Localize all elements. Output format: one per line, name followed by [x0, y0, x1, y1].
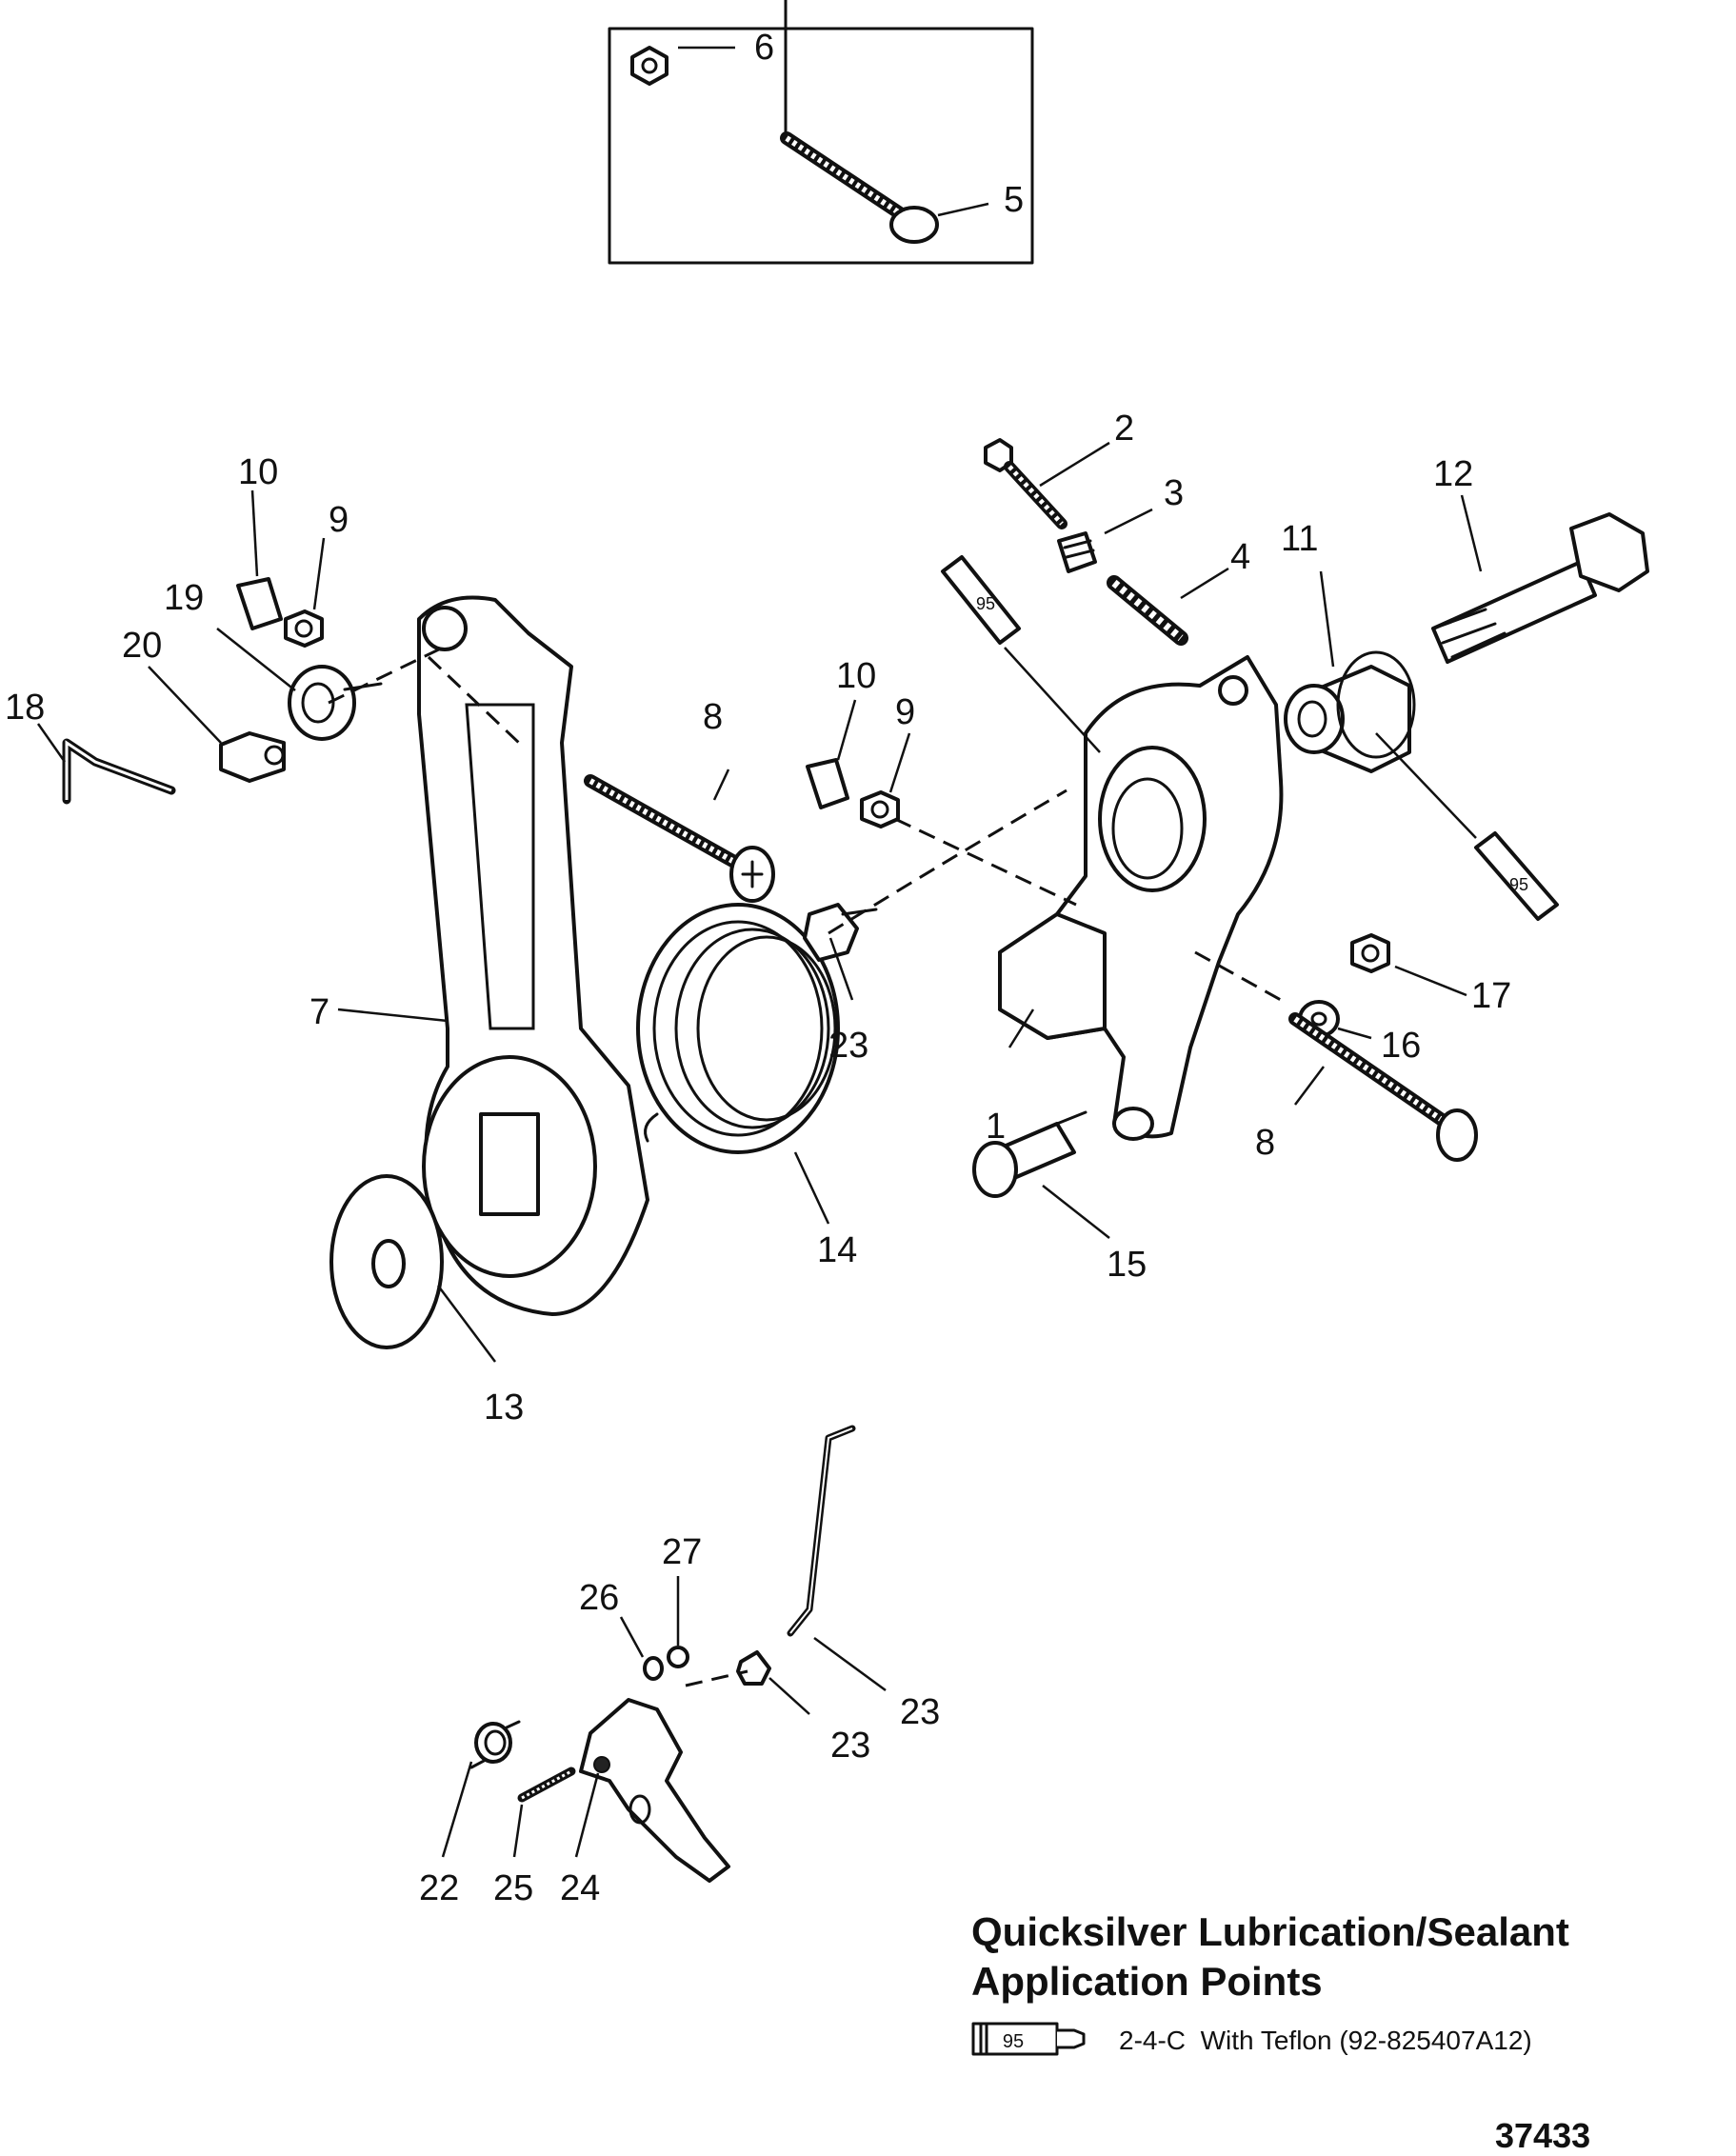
dashed-alignment: [685, 1669, 748, 1687]
choke-rod-part-23: [787, 1425, 856, 1637]
callout-13: 13: [484, 1387, 524, 1427]
callout-9-left: 9: [329, 500, 349, 540]
callout-15: 15: [1107, 1245, 1147, 1285]
nut-part-9-right: [860, 790, 900, 828]
spring-part-14: [636, 903, 840, 1154]
callout-12: 12: [1433, 454, 1473, 494]
callout-26: 26: [579, 1578, 619, 1618]
dashed-alignment: [328, 646, 444, 705]
spring-part-4: [1107, 575, 1188, 646]
dashed-alignment: [894, 817, 1077, 907]
callout-3: 3: [1164, 473, 1184, 513]
leader-5: [937, 202, 989, 217]
pin-part-15: [972, 1110, 1087, 1198]
nut-part-17: [1350, 933, 1390, 973]
screw-part-8-left: [584, 774, 775, 903]
callout-9-right: 9: [895, 692, 915, 732]
connector-part-20: [219, 731, 286, 783]
callout-8-right: 8: [1255, 1123, 1275, 1163]
callout-17: 17: [1471, 976, 1511, 1016]
callout-23-rod: 23: [900, 1692, 940, 1732]
callout-7: 7: [309, 992, 329, 1032]
dashed-alignment: [828, 789, 1068, 935]
callout-10-right: 10: [836, 656, 876, 696]
screw-part-5: [780, 0, 939, 244]
callout-2: 2: [1114, 409, 1134, 449]
washer-part-13: [329, 1174, 444, 1349]
legend-tube-icon: 95: [971, 2022, 1086, 2056]
dashed-alignment: [1194, 950, 1282, 1002]
inset-box: 6 5: [608, 0, 1034, 265]
callout-4: 4: [1230, 537, 1250, 577]
legend-tube-label: 95: [1003, 2031, 1024, 2052]
throttle-arm-part-7: [417, 595, 649, 1316]
callout-23-lower-ball: 23: [830, 1726, 870, 1766]
bushing-part-11: [1284, 650, 1416, 773]
legend-title-line-2: Application Points: [971, 1959, 1323, 2004]
callout-8-left: 8: [703, 697, 723, 737]
callout-14: 14: [817, 1230, 857, 1270]
link-rod-part-18: [62, 738, 176, 805]
nut-part-6: [630, 46, 668, 86]
callout-11: 11: [1281, 519, 1318, 559]
cap-part-10-left: [236, 577, 283, 630]
nut-part-9-left: [284, 609, 324, 648]
callout-10-left: 10: [238, 452, 278, 492]
tube-label-upper: 95: [976, 594, 995, 613]
screw-part-8-right: [1288, 1012, 1478, 1162]
callout-20: 20: [122, 626, 162, 666]
callout-1: 1: [986, 1107, 1006, 1147]
bushing-part-19: [288, 665, 383, 741]
link-ball-part-23-upper: [803, 903, 878, 962]
leader-lines: [36, 441, 1483, 1858]
figure-number: 37433: [1495, 2116, 1590, 2155]
callout-25: 25: [493, 1868, 533, 1908]
callout-5: 5: [1004, 180, 1024, 220]
callout-19: 19: [164, 578, 204, 618]
clip-part-26: [643, 1656, 664, 1681]
lube-tube-upper: 95: [941, 555, 1101, 753]
legend: Quicksilver Lubrication/Sealant Applicat…: [971, 1909, 1569, 2056]
callout-18: 18: [5, 688, 45, 728]
callout-24: 24: [560, 1868, 600, 1908]
tube-label-lower: 95: [1509, 875, 1528, 894]
shaft-part-25: [517, 1767, 576, 1803]
callout-27: 27: [662, 1532, 702, 1572]
spring-part-22: [469, 1720, 521, 1769]
legend-entry: 2-4-C With Teflon (92-825407A12): [1119, 2026, 1532, 2055]
callout-23-upper: 23: [828, 1026, 868, 1066]
choke-lever-part-24: [579, 1698, 730, 1883]
legend-title-line-1: Quicksilver Lubrication/Sealant: [971, 1909, 1569, 1954]
nut-part-27: [667, 1646, 689, 1668]
bolt-part-12: [1431, 512, 1649, 664]
screw-part-2: [984, 438, 1068, 529]
bracket-part-1: [998, 655, 1284, 1141]
callout-22: 22: [419, 1868, 459, 1908]
link-ball-part-23-lower: [736, 1650, 771, 1686]
callout-16: 16: [1381, 1026, 1421, 1066]
callout-6: 6: [754, 28, 774, 68]
cap-part-10-right: [806, 758, 849, 809]
lube-tube-lower: 95: [1375, 732, 1559, 921]
gear-part-3: [1057, 531, 1097, 573]
dashed-alignment: [427, 655, 521, 745]
